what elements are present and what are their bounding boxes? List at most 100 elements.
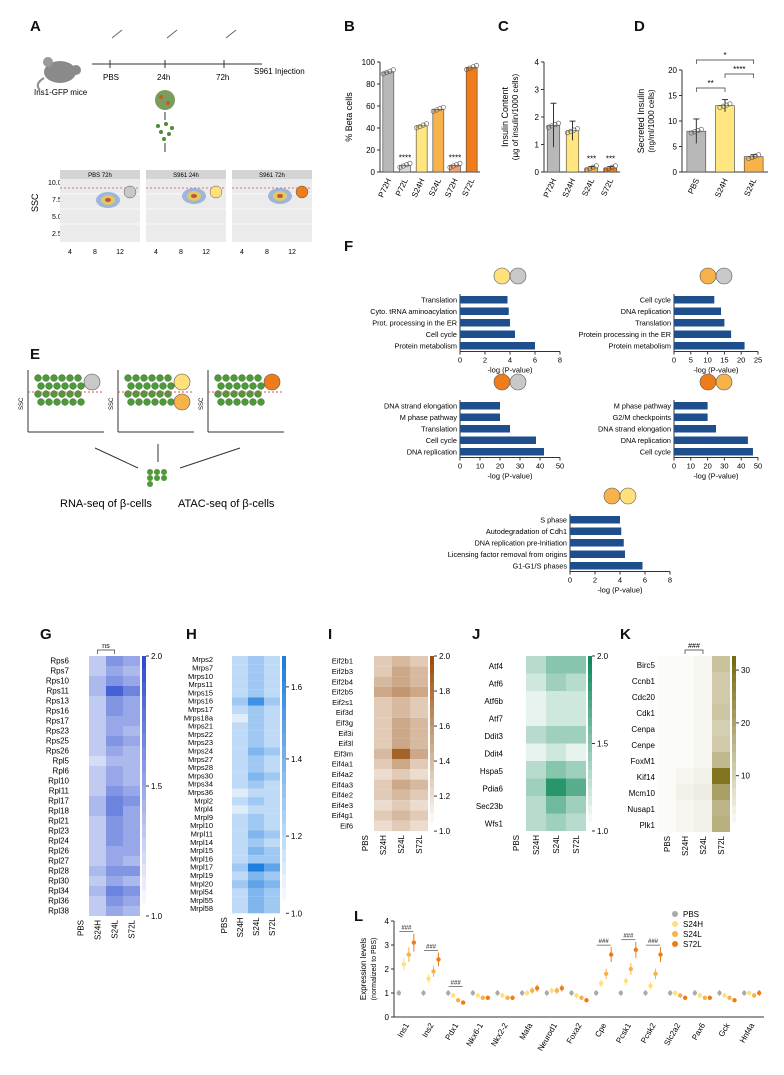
heat-cell (248, 689, 264, 698)
e-sorted-cell (147, 481, 153, 487)
facs-xtick: 4 (68, 249, 72, 256)
row-label: Mrps30 (188, 771, 213, 780)
data-point (574, 126, 580, 132)
heat-cell (72, 786, 89, 796)
point-PBS-Neurod1 (544, 990, 550, 996)
scale-segment (732, 717, 736, 727)
scale-segment (282, 758, 286, 773)
term-label: DNA replication (621, 436, 671, 445)
scale-segment (588, 752, 592, 762)
heat-cell (264, 813, 280, 822)
heat-cell (658, 784, 676, 800)
row-label: Mrpl54 (190, 888, 213, 897)
scale-segment (732, 770, 736, 780)
point-S24H-Nkx6-1 (475, 993, 481, 998)
scale-segment (282, 797, 286, 811)
heat-cell (410, 738, 428, 749)
heat-cell (392, 707, 410, 718)
heat-cell (248, 905, 264, 914)
scale-segment (282, 668, 286, 683)
row-label: Atf6 (489, 680, 504, 689)
bar-protein-processing-in-the-er (674, 330, 732, 338)
e-arrow-1 (94, 447, 139, 469)
heat-cell (264, 805, 280, 814)
heat-cell (72, 896, 89, 906)
term-label: Protein metabolism (609, 342, 671, 351)
heat-cell (232, 697, 248, 706)
heat-cell (89, 716, 106, 726)
row-label: Mrpl11 (191, 830, 213, 839)
column-label: PBS (663, 836, 672, 852)
data-point (590, 164, 596, 170)
scale-segment (588, 691, 592, 701)
heat-cell (89, 846, 106, 856)
heat-cell (264, 722, 280, 731)
x-tick-label: 20 (496, 462, 504, 471)
point-S24H-Pcsk1 (623, 978, 629, 984)
row-label: Rpl5 (53, 757, 70, 766)
heat-cell (566, 743, 586, 761)
row-label: Rps17 (46, 717, 70, 726)
e-cell (225, 382, 233, 390)
heat-cell (123, 666, 140, 676)
heat-cell (676, 816, 694, 832)
e-cell (222, 374, 230, 382)
heat-cell (264, 830, 280, 839)
heat-cell (264, 672, 280, 681)
significance-bracket (695, 87, 726, 92)
heat-cell (89, 676, 106, 686)
e-sorted-cell (154, 475, 160, 481)
heat-cell (123, 846, 140, 856)
heat-cell (356, 656, 374, 667)
heat-cell (123, 676, 140, 686)
panel-label-e: E (30, 346, 41, 363)
y-axis-label-2: (μg of insulin/1000 cells) (511, 73, 520, 160)
heat-cell (264, 905, 280, 914)
heat-cell (392, 676, 410, 687)
row-label: Mrps22 (188, 730, 213, 739)
heatmap-j: Atf4Atf6Atf6bAtf7Ddit3Ddit4Hspa5Pdia6Sec… (476, 652, 609, 855)
e-sorted-cell (161, 475, 167, 481)
heat-cell (248, 672, 264, 681)
heat-cell (248, 846, 264, 856)
x-tick-label: S24H (410, 177, 427, 199)
row-label: Rps23 (46, 727, 70, 736)
x-tick-label: 2 (593, 576, 597, 585)
x-tick-label: Ins1 (396, 1021, 412, 1039)
y-tick-label: 1 (385, 989, 390, 998)
x-tick-label: S24L (580, 177, 596, 198)
row-label: Cdc20 (632, 693, 656, 702)
row-label: Kif14 (637, 773, 656, 782)
bar-autodegradation-of-cdh1 (570, 527, 622, 535)
row-label: FoxM1 (631, 757, 656, 766)
facs-header-2 (232, 170, 312, 179)
x-tick-label: S72H (443, 177, 460, 199)
y-tick-label: 0 (535, 168, 540, 177)
heat-cell (72, 716, 89, 726)
scale-label: 30 (741, 666, 750, 675)
scale-segment (732, 823, 736, 833)
point-S24H-Foxa2 (574, 993, 579, 998)
scale-segment (430, 769, 434, 780)
heat-cell (546, 743, 566, 761)
heat-cell (106, 836, 123, 846)
e-cell (61, 382, 69, 390)
scale-label: 2.0 (597, 652, 609, 661)
scale-segment (282, 861, 286, 876)
heat-cell (410, 810, 428, 821)
point-PBS-Mafa (519, 990, 525, 996)
point-S24H-Ins1 (401, 962, 407, 967)
scale-segment (732, 691, 736, 701)
scale-segment (588, 673, 592, 683)
heat-cell (374, 779, 392, 790)
heat-cell (410, 676, 428, 687)
heat-cell (89, 886, 106, 896)
y-tick-label: 80 (366, 80, 375, 89)
point-S24L-Mafa (529, 988, 535, 993)
row-label: Rpl27 (48, 857, 69, 866)
scale-segment (430, 796, 434, 806)
heat-cell (123, 896, 140, 906)
point-S24L-Slc2a2 (677, 993, 683, 998)
e-cell (151, 398, 159, 406)
e-cell (74, 374, 82, 382)
